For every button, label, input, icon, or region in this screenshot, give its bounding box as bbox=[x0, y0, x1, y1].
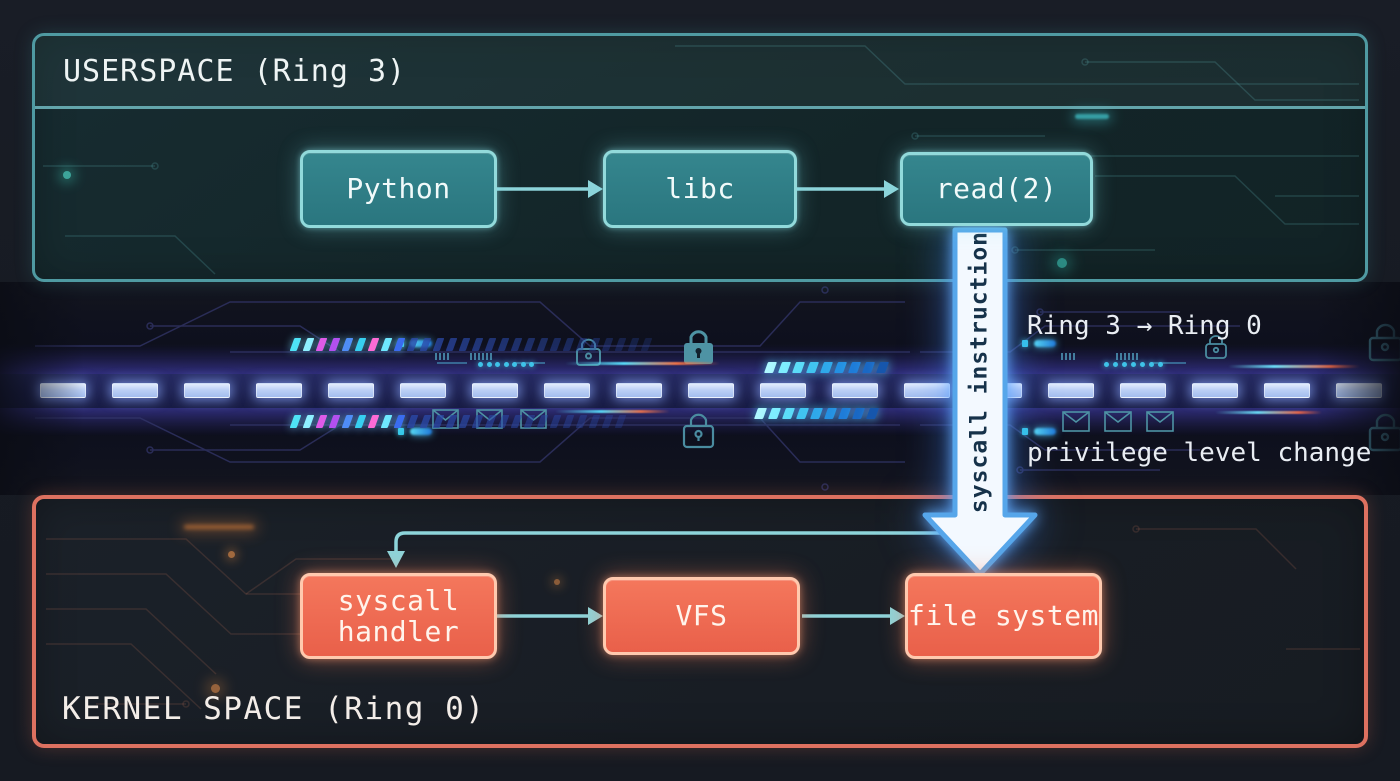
barrier-dash bbox=[400, 383, 446, 398]
dot-row bbox=[1104, 362, 1109, 367]
light-streak bbox=[1215, 411, 1322, 414]
dot-row bbox=[1149, 362, 1154, 367]
barrier-dash bbox=[328, 383, 374, 398]
privilege-change-label: privilege level change bbox=[1027, 438, 1372, 468]
userspace-title: USERSPACE (Ring 3) bbox=[63, 53, 407, 89]
node-read2: read(2) bbox=[900, 152, 1093, 226]
node-file-system: file system bbox=[905, 573, 1102, 659]
glow-dot bbox=[554, 579, 560, 585]
barrier-dash bbox=[184, 383, 230, 398]
signal-capsule bbox=[410, 428, 432, 435]
node-libc: libc bbox=[603, 150, 797, 228]
dot-row bbox=[1158, 362, 1163, 367]
barrier-dash bbox=[904, 383, 950, 398]
dot-row bbox=[1140, 362, 1145, 367]
dot-row bbox=[512, 362, 517, 367]
barrier-dash bbox=[112, 383, 158, 398]
dot-row bbox=[1131, 362, 1136, 367]
barrier-dash bbox=[1336, 383, 1382, 398]
light-streak bbox=[565, 362, 720, 365]
light-streak bbox=[555, 410, 670, 413]
glow-dot bbox=[1075, 114, 1109, 119]
meter-marks bbox=[1061, 353, 1077, 360]
barrier-dash bbox=[832, 383, 878, 398]
node-vfs: VFS bbox=[603, 577, 800, 655]
barrier-dash bbox=[1048, 383, 1094, 398]
glow-dot bbox=[184, 525, 254, 529]
circuit-node bbox=[1022, 340, 1028, 347]
barrier-dash bbox=[40, 383, 86, 398]
meter-marks bbox=[1116, 353, 1138, 360]
meter-marks bbox=[435, 353, 451, 360]
barrier-dash bbox=[472, 383, 518, 398]
kernel-title: KERNEL SPACE (Ring 0) bbox=[62, 691, 486, 727]
glow-dot bbox=[211, 684, 220, 693]
barrier-dash bbox=[688, 383, 734, 398]
glow-dot bbox=[228, 551, 235, 558]
node-syscall-handler: syscall handler bbox=[300, 573, 497, 659]
circuit-node bbox=[1022, 428, 1028, 435]
signal-capsule bbox=[1034, 428, 1056, 435]
dot-row bbox=[1122, 362, 1127, 367]
barrier-dash bbox=[616, 383, 662, 398]
barrier-dash bbox=[1264, 383, 1310, 398]
barrier-dash bbox=[760, 383, 806, 398]
light-streak bbox=[1228, 365, 1360, 368]
circuit-node bbox=[398, 428, 404, 435]
meter-line bbox=[1152, 362, 1186, 364]
ring-transition-label: Ring 3 → Ring 0 bbox=[1027, 311, 1262, 341]
dot-row bbox=[520, 362, 526, 367]
barrier-dash bbox=[544, 383, 590, 398]
signal-capsule bbox=[1034, 340, 1056, 347]
barrier-dash bbox=[976, 383, 1022, 398]
meter-marks bbox=[470, 353, 492, 360]
dot-row bbox=[529, 362, 534, 367]
dot-row bbox=[478, 362, 483, 367]
barrier-dash bbox=[1120, 383, 1166, 398]
glow-dot bbox=[63, 171, 71, 179]
node-python: Python bbox=[300, 150, 497, 228]
dot-row bbox=[486, 362, 492, 367]
signal-capsule bbox=[410, 340, 432, 347]
barrier-dash bbox=[1192, 383, 1238, 398]
barrier-dash bbox=[256, 383, 302, 398]
glow-dot bbox=[1057, 258, 1067, 268]
dot-row bbox=[495, 362, 500, 367]
meter-line bbox=[437, 362, 467, 364]
userspace-header: USERSPACE (Ring 3) bbox=[35, 36, 1365, 109]
dot-row bbox=[503, 362, 509, 367]
dot-row bbox=[1113, 362, 1118, 367]
